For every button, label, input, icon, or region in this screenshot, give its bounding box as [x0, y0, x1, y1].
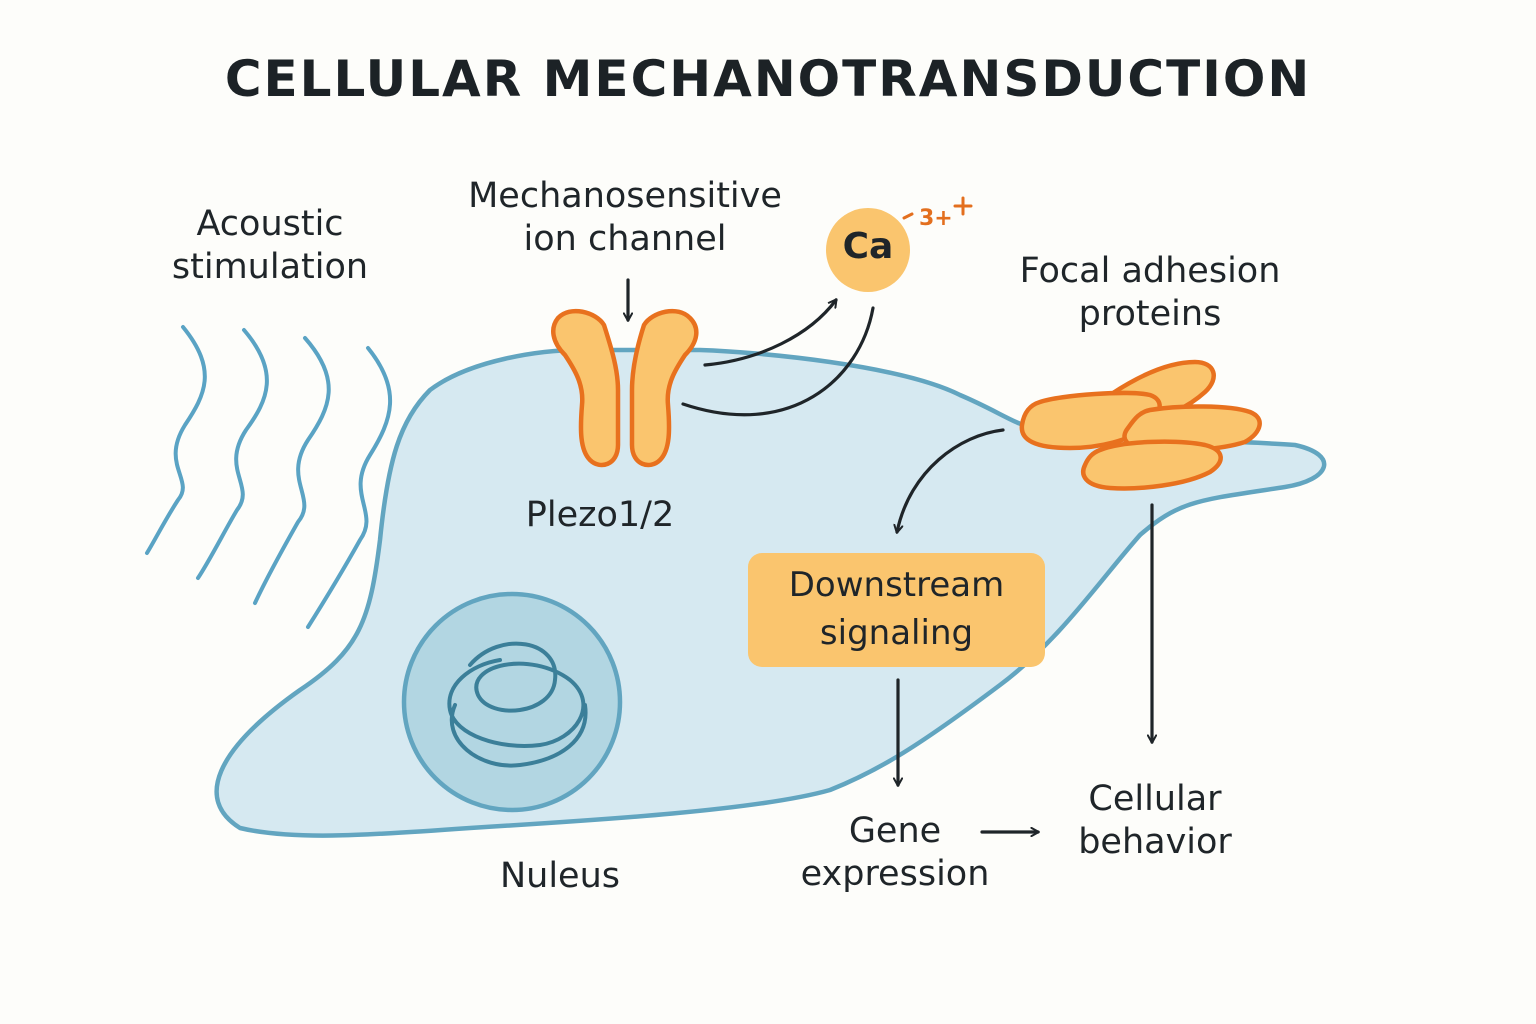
acoustic-waves — [145, 325, 392, 629]
focal-adhesion-label-text: Focal adhesion proteins — [1019, 251, 1281, 334]
arrow-channel-to-calcium — [703, 300, 838, 367]
gene-expression-label: Gene expression — [775, 810, 1015, 895]
adhesion-protein-4 — [1081, 439, 1223, 491]
sound-wave-4 — [306, 346, 392, 629]
piezo-subunit-right — [629, 308, 699, 468]
nucleus-label: Nuleus — [499, 856, 621, 896]
piezo-subunit-left — [551, 308, 621, 468]
nucleus-outline — [401, 591, 623, 813]
calcium-charge-label: 3+ — [919, 206, 953, 231]
downstream-signaling-text: Downstream signaling — [788, 565, 1005, 653]
focal-adhesion-label: Focal adhesion proteins — [990, 250, 1310, 335]
nucleus — [401, 591, 623, 813]
downstream-signaling-box: Downstream signaling — [748, 553, 1045, 667]
calcium-ion — [826, 208, 910, 292]
acoustic-stimulation-label: Acoustic stimulation — [150, 203, 390, 288]
cellular-behavior-label: Cellular behavior — [1050, 778, 1260, 863]
chromatin-coil — [447, 641, 588, 768]
acoustic-label-text: Acoustic stimulation — [171, 204, 369, 287]
piezo-label: Plezo1/2 — [525, 495, 675, 535]
ion-channel-label-text: Mechanosensitive ion channel — [468, 176, 782, 259]
ion-channel-label: Mechanosensitive ion channel — [450, 175, 800, 260]
sound-wave-2 — [196, 328, 269, 580]
arrow-adhesion-to-signaling — [897, 428, 1005, 532]
diagram-title: CELLULAR MECHANOTRANSDUCTION — [224, 50, 1312, 108]
sound-wave-1 — [145, 325, 207, 555]
calcium-label: Ca — [842, 226, 894, 267]
arrows — [628, 278, 1152, 832]
focal-adhesion-proteins — [1019, 359, 1262, 491]
piezo-channel — [551, 308, 699, 468]
gene-expression-text: Gene expression — [800, 811, 990, 894]
sound-wave-3 — [253, 336, 331, 605]
arrow-calcium-into-cell — [681, 306, 875, 417]
cellular-behavior-text: Cellular behavior — [1078, 779, 1232, 862]
charge-plus-icon — [953, 196, 973, 216]
charge-dash-icon — [902, 212, 914, 220]
